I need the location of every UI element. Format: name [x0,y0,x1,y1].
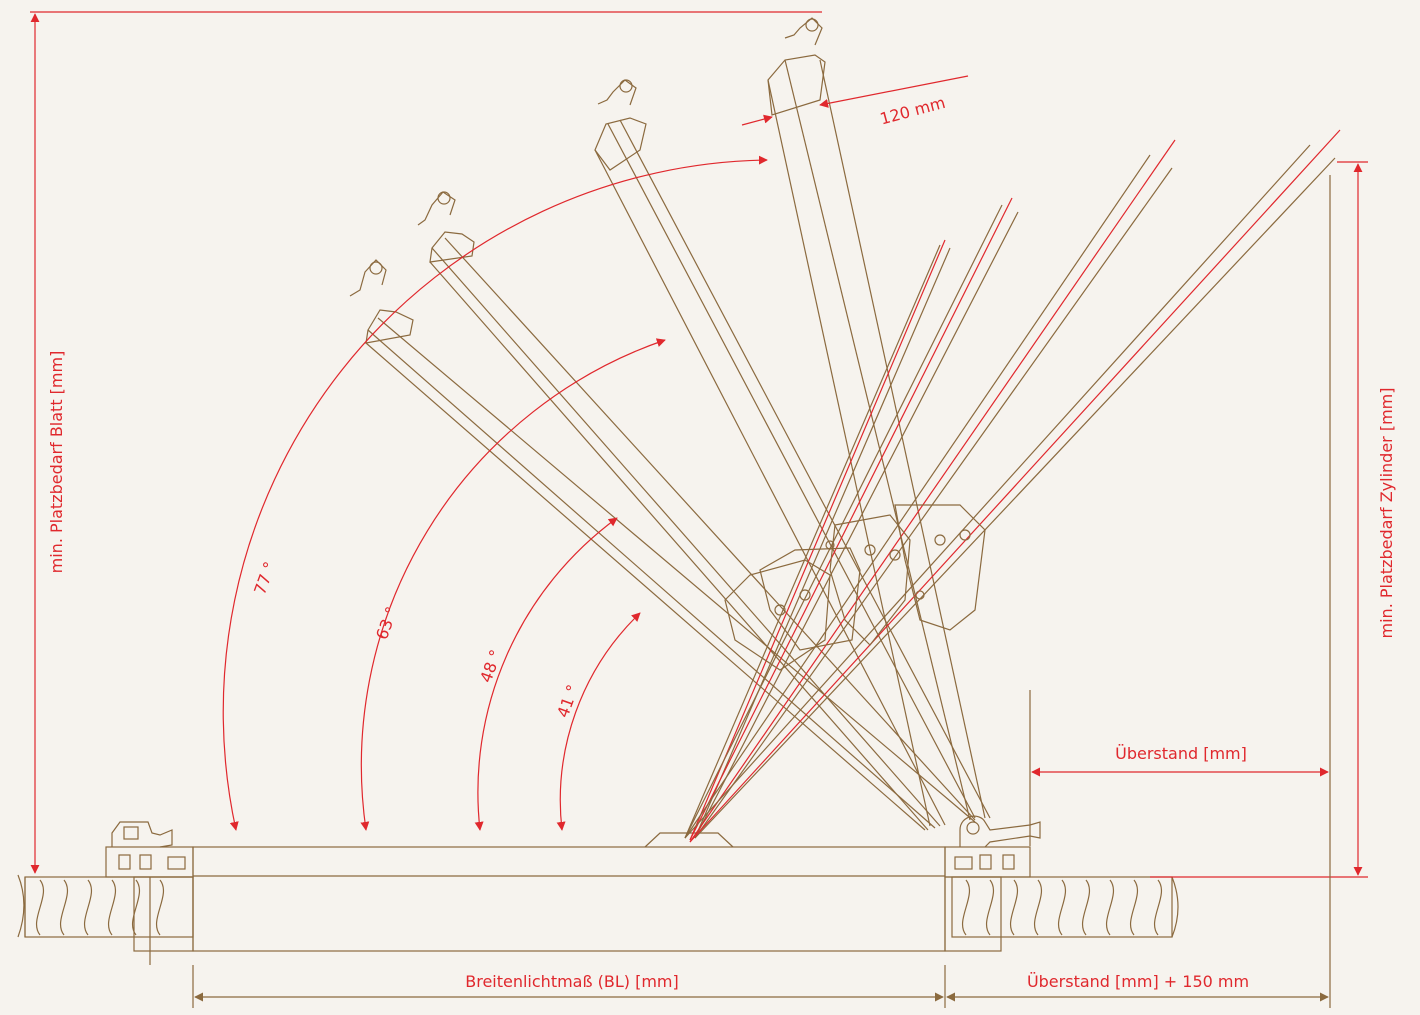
dim-clear-width: Breitenlichtmaß (BL) [mm] [192,965,946,1008]
angle-label-63: 63 ° [372,604,401,642]
cylinder-77 [684,129,1341,843]
label-120mm: 120 mm [878,93,947,129]
cylinders [684,129,1341,843]
insulation-left [17,874,194,938]
cylinder-48 [684,197,1019,841]
leaf-77 [767,17,986,827]
angle-label-41: 41 ° [553,682,582,720]
label-overhang-plus: Überstand [mm] + 150 mm [1027,972,1249,991]
label-clear-width: Breitenlichtmaß (BL) [mm] [465,972,679,991]
label-min-space-cylinder: min. Platzbedarf Zylinder [mm] [1377,388,1396,639]
dim-min-space-leaf: min. Platzbedarf Blatt [mm] [30,11,822,874]
angle-arcs: 77 ° 63 ° 48 ° 41 ° [222,155,768,831]
leaf-positions [349,17,991,831]
cylinder-63 [684,139,1176,843]
label-overhang: Überstand [mm] [1115,744,1247,763]
dim-overhang-plus: Überstand [mm] + 150 mm [946,972,1329,1002]
dim-min-space-cylinder: min. Platzbedarf Zylinder [mm] [1150,161,1396,878]
insulation-right [951,876,1179,938]
dim-overhang: Überstand [mm] [1029,175,1331,1008]
angle-label-48: 48 ° [476,647,505,685]
frame [105,815,1041,965]
leaf-48 [417,191,976,831]
dim-120mm: 120 mm [741,75,969,129]
angle-label-77: 77 ° [250,559,279,597]
leaf-41 [349,259,976,831]
label-min-space-leaf: min. Platzbedarf Blatt [mm] [47,351,66,574]
